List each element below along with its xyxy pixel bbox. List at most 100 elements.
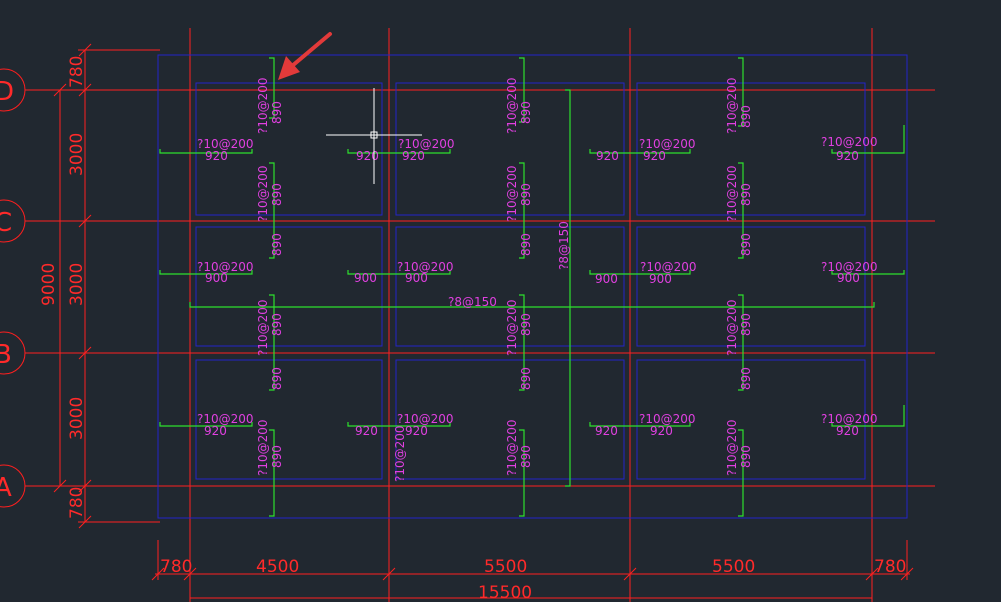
- crosshair-cursor-icon: [326, 88, 422, 184]
- bottom-dimensions: 780 4500 5500 5500 780 15500: [151, 540, 914, 602]
- axis-label-d: D: [0, 77, 14, 107]
- svg-text:?10@200: ?10@200: [256, 165, 270, 222]
- svg-text:890: 890: [519, 233, 533, 256]
- svg-text:890: 890: [270, 445, 284, 468]
- svg-text:920: 920: [356, 149, 379, 163]
- red-arrow-icon: [278, 32, 332, 80]
- dim-left-780-top: 780: [67, 56, 87, 88]
- svg-text:?10@200: ?10@200: [640, 260, 697, 274]
- axis-bubbles: D C B A: [0, 68, 26, 508]
- svg-text:890: 890: [270, 313, 284, 336]
- axis-bubble-a: [0, 464, 26, 508]
- axis-label-a: A: [0, 473, 12, 503]
- svg-text:920: 920: [650, 424, 673, 438]
- dim-left-3000-3: 3000: [67, 397, 87, 440]
- svg-text:?8@150: ?8@150: [557, 221, 571, 270]
- svg-text:920: 920: [204, 424, 227, 438]
- dim-bottom-5500-1: 5500: [484, 557, 527, 577]
- svg-text:890: 890: [270, 183, 284, 206]
- vertical-grid-lines: [189, 28, 873, 602]
- axis-label-c: C: [0, 208, 12, 238]
- svg-text:?10@200: ?10@200: [821, 412, 878, 426]
- svg-text:920: 920: [836, 149, 859, 163]
- svg-text:890: 890: [739, 445, 753, 468]
- svg-text:?8@150: ?8@150: [448, 295, 497, 309]
- dim-bottom-780-left: 780: [160, 557, 192, 577]
- svg-text:?10@200: ?10@200: [393, 425, 407, 482]
- svg-text:?10@200: ?10@200: [725, 419, 739, 476]
- long-bar-horizontal: [189, 302, 875, 308]
- dim-left-3000-1: 3000: [67, 133, 87, 176]
- slab-outline: [157, 54, 908, 519]
- rebar-labels-horizontal: ?10@200 920 920 ?10@200 920 920 ?10@200 …: [197, 135, 878, 438]
- svg-text:920: 920: [402, 149, 425, 163]
- svg-text:890: 890: [519, 313, 533, 336]
- svg-text:890: 890: [519, 183, 533, 206]
- svg-text:890: 890: [739, 233, 753, 256]
- svg-text:?10@200: ?10@200: [197, 412, 254, 426]
- svg-text:?10@200: ?10@200: [639, 137, 696, 151]
- svg-text:?10@200: ?10@200: [505, 419, 519, 476]
- svg-text:900: 900: [205, 271, 228, 285]
- svg-text:?10@200: ?10@200: [397, 412, 454, 426]
- svg-text:900: 900: [837, 271, 860, 285]
- long-bar-vertical: [565, 89, 571, 487]
- svg-text:890: 890: [739, 105, 753, 128]
- svg-text:900: 900: [405, 271, 428, 285]
- svg-text:920: 920: [595, 424, 618, 438]
- svg-text:890: 890: [270, 101, 284, 124]
- svg-text:?10@200: ?10@200: [639, 412, 696, 426]
- svg-text:890: 890: [519, 367, 533, 390]
- dim-left-780-bottom: 780: [67, 487, 87, 519]
- svg-text:?10@200: ?10@200: [398, 137, 455, 151]
- svg-text:?10@200: ?10@200: [256, 419, 270, 476]
- svg-text:890: 890: [519, 445, 533, 468]
- dim-bottom-total: 15500: [478, 583, 532, 602]
- rebar-long: [189, 89, 875, 487]
- svg-text:920: 920: [355, 424, 378, 438]
- svg-text:920: 920: [205, 149, 228, 163]
- rebar-vertical: [269, 57, 744, 517]
- svg-text:920: 920: [596, 149, 619, 163]
- svg-text:?10@200: ?10@200: [256, 77, 270, 134]
- svg-text:?10@200: ?10@200: [821, 260, 878, 274]
- left-dimensions: 780 3000 3000 3000 780 9000: [39, 43, 160, 529]
- svg-text:890: 890: [270, 233, 284, 256]
- svg-text:?10@200: ?10@200: [821, 135, 878, 149]
- horizontal-grid-lines: [25, 89, 935, 487]
- rebar-horizontal: [159, 125, 905, 427]
- svg-text:?10@200: ?10@200: [505, 299, 519, 356]
- dim-left-total: 9000: [39, 263, 59, 306]
- svg-text:890: 890: [739, 183, 753, 206]
- axis-label-b: B: [0, 340, 12, 370]
- svg-text:890: 890: [270, 367, 284, 390]
- dim-bottom-780-right: 780: [874, 557, 906, 577]
- svg-text:?10@200: ?10@200: [725, 299, 739, 356]
- svg-text:?10@200: ?10@200: [256, 299, 270, 356]
- svg-text:?10@200: ?10@200: [197, 137, 254, 151]
- dim-bottom-5500-2: 5500: [712, 557, 755, 577]
- svg-text:900: 900: [649, 272, 672, 286]
- outer-boundary: [157, 54, 908, 519]
- axis-bubble-d: [0, 68, 26, 112]
- svg-text:?10@200: ?10@200: [197, 260, 254, 274]
- axis-bubble-b: [0, 331, 26, 375]
- dim-bottom-4500: 4500: [256, 557, 299, 577]
- svg-text:?10@200: ?10@200: [505, 165, 519, 222]
- svg-text:?10@200: ?10@200: [725, 165, 739, 222]
- svg-text:890: 890: [519, 101, 533, 124]
- svg-text:920: 920: [836, 424, 859, 438]
- axis-bubble-c: [0, 199, 26, 243]
- rebar-labels-vertical: ?10@200 890 ?10@200 890 890 ?10@200 890 …: [256, 77, 753, 482]
- svg-text:890: 890: [739, 313, 753, 336]
- svg-text:900: 900: [595, 272, 618, 286]
- dim-left-3000-2: 3000: [67, 263, 87, 306]
- svg-text:920: 920: [643, 149, 666, 163]
- svg-text:?10@200: ?10@200: [505, 77, 519, 134]
- svg-text:920: 920: [405, 424, 428, 438]
- svg-text:?10@200: ?10@200: [725, 77, 739, 134]
- svg-text:890: 890: [739, 367, 753, 390]
- svg-text:?10@200: ?10@200: [397, 260, 454, 274]
- svg-text:900: 900: [354, 271, 377, 285]
